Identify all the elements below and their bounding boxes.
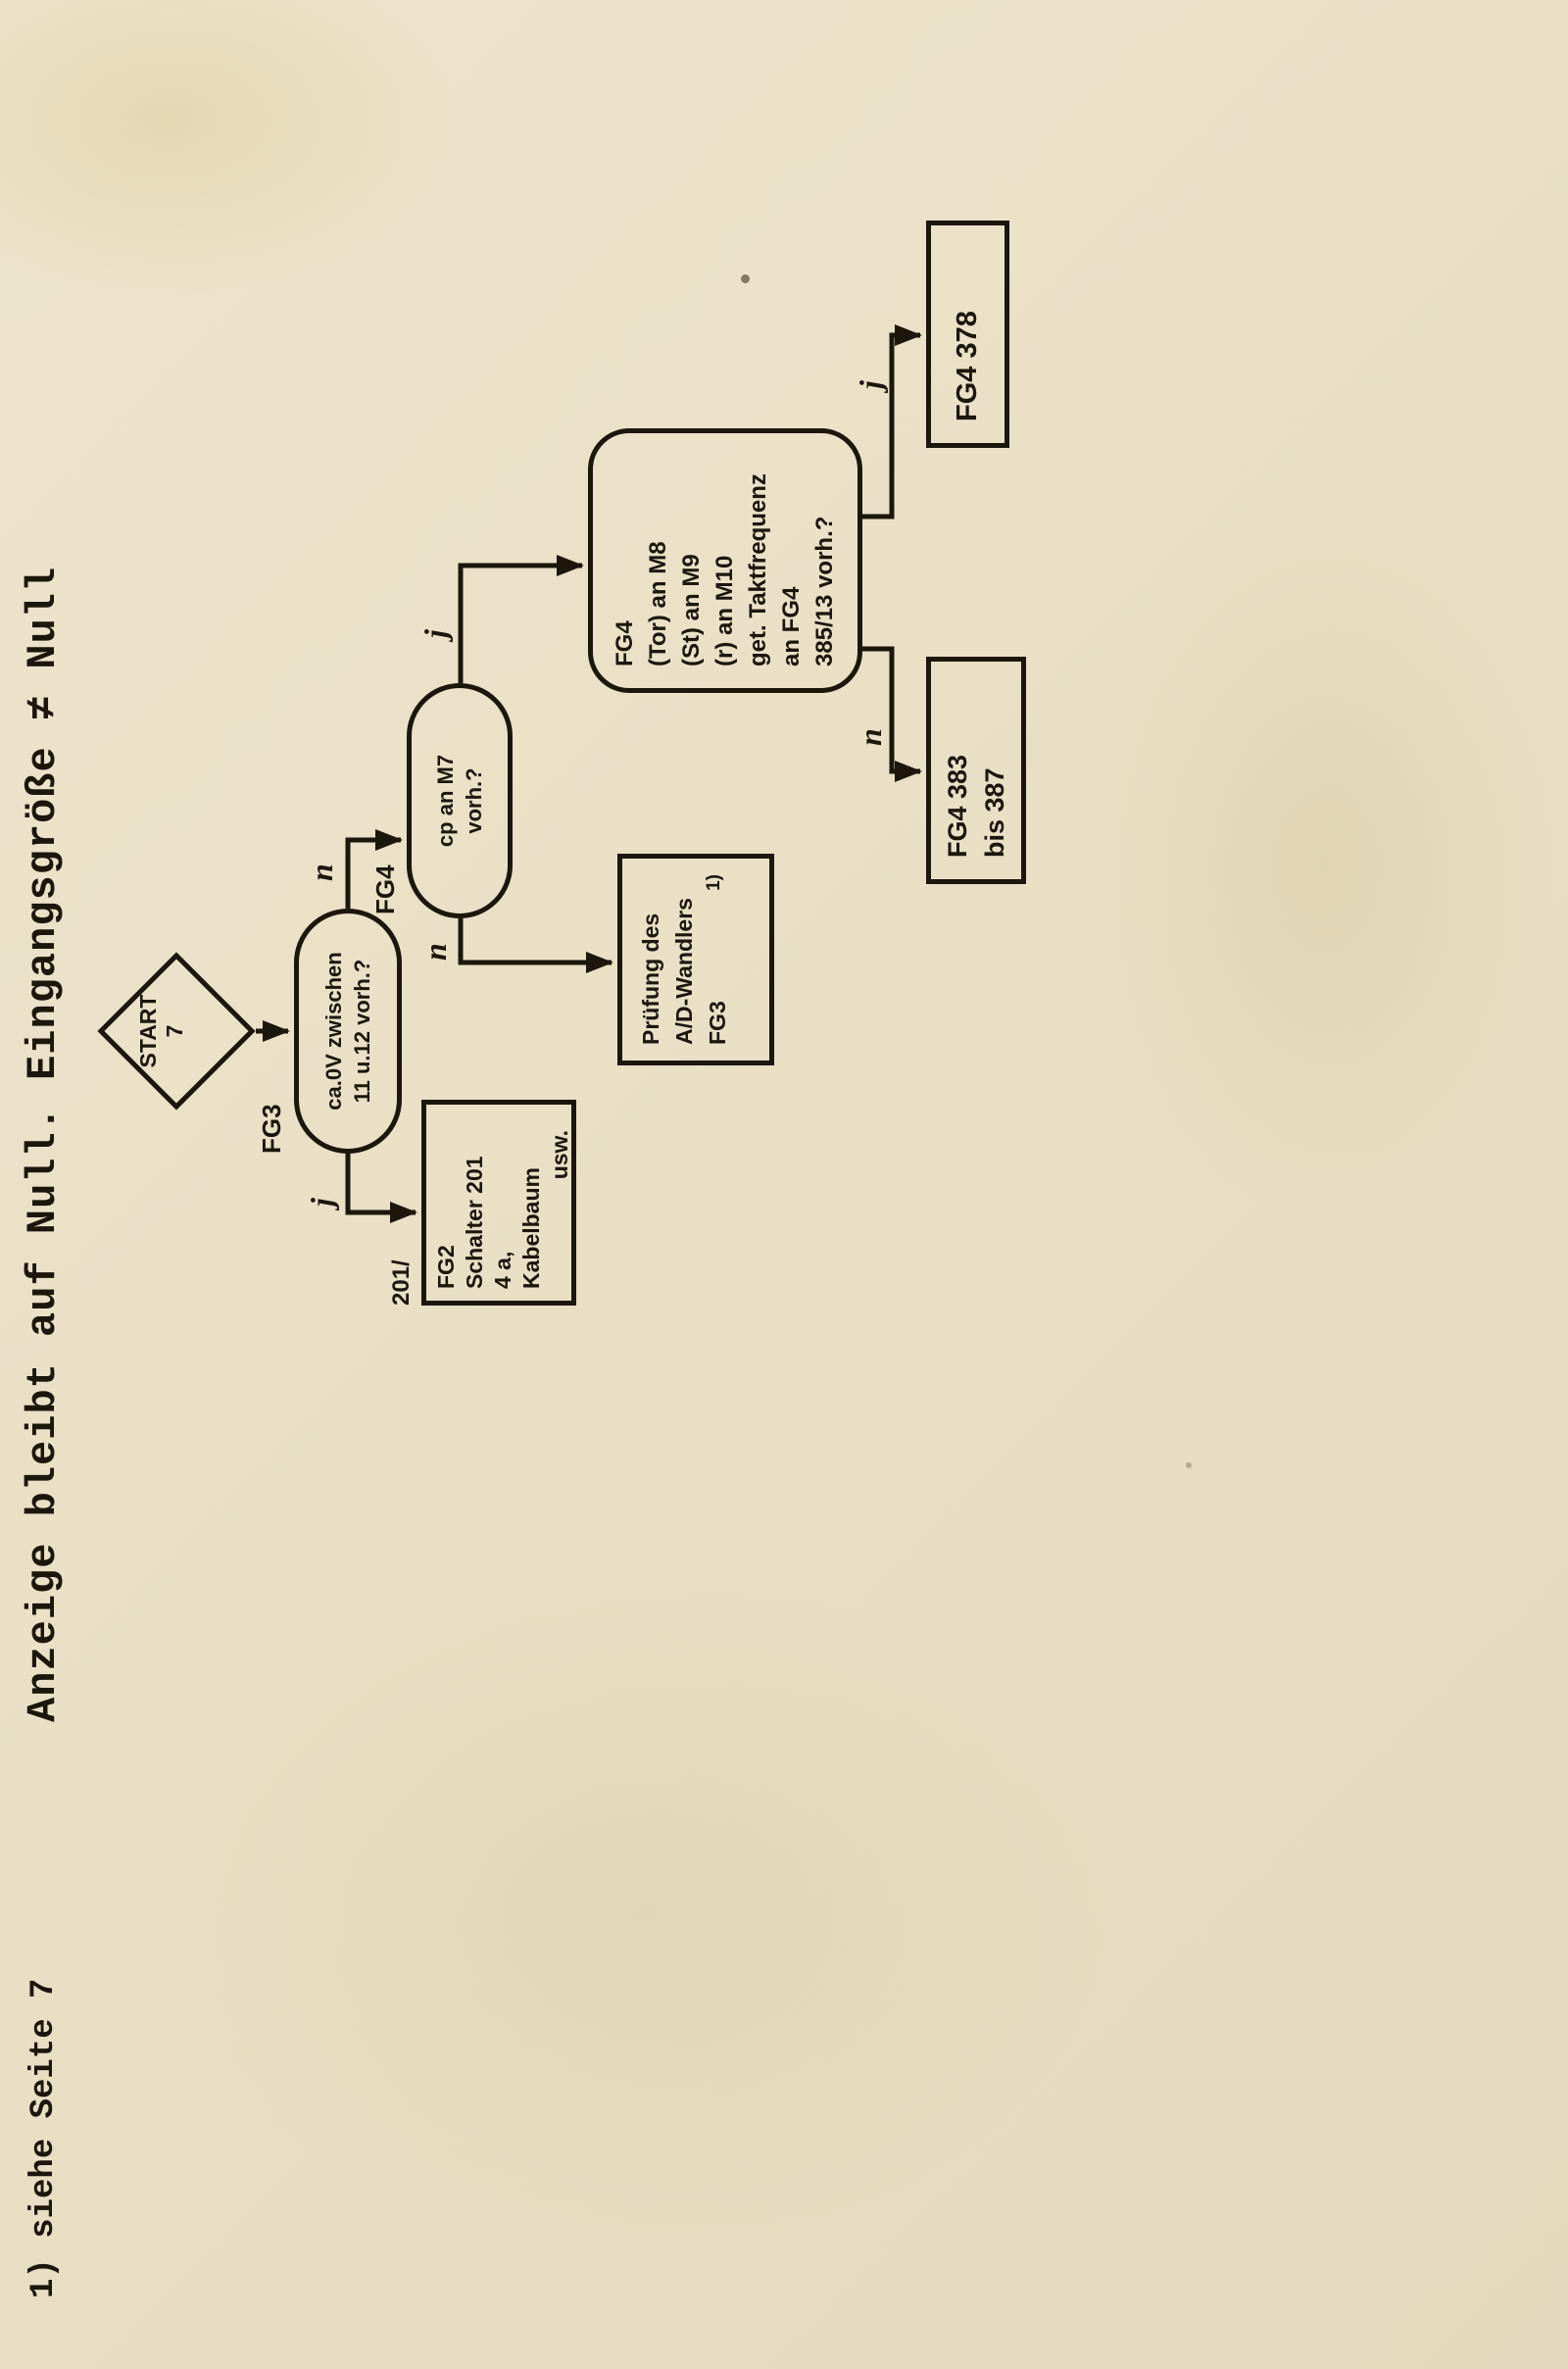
connector-fg3-j-to-fg2 (345, 1154, 417, 1223)
connector-cp-j-to-clockcheck (458, 555, 584, 683)
branch-label-j-fg3: j (304, 1198, 339, 1207)
action-line-text: FG3 (705, 1001, 730, 1045)
decision-line: FG4 (612, 620, 638, 666)
decision-line: an FG4 (778, 586, 805, 666)
decision-line: ca.0V zwischen (321, 952, 346, 1110)
node-tag-fg3: FG3 (257, 1104, 286, 1154)
paper-stain (1186, 1462, 1192, 1468)
decision-fg3-zero-volt: ca.0V zwischen 11 u.12 vorh.? (294, 909, 402, 1154)
decision-fg4-cp: cp an M7 vorh.? (407, 683, 513, 918)
decision-line: (Tor) an M8 (645, 541, 671, 666)
decision-line: (r) an M10 (711, 555, 738, 666)
result-fg4-383-387: FG4 383 bis 387 (926, 657, 1026, 884)
decision-line: vorh.? (462, 767, 486, 834)
decision-fg4-clock: FG4 (Tor) an M8 (St) an M9 (r) an M10 ge… (588, 428, 862, 693)
decision-line: 385/13 vorh.? (811, 516, 838, 666)
action-line: usw. (547, 1130, 572, 1180)
result-line: bis 387 (980, 767, 1009, 858)
action-line: 4 a, (490, 1251, 515, 1289)
branch-label-j-cp: j (417, 629, 453, 638)
start-diamond-text: START 7 (135, 943, 188, 1119)
connector-clockcheck-n-to-383 (862, 646, 922, 782)
decision-line: (St) an M9 (678, 554, 705, 666)
action-line: Schalter 201 (462, 1156, 487, 1289)
branch-label-n-cp: n (417, 943, 453, 961)
action-line: Kabelbaum (518, 1167, 544, 1289)
action-line: FG3 1) (701, 874, 734, 1045)
result-line: FG4 383 (943, 754, 972, 858)
connector-fg3-n-to-cp (345, 829, 403, 909)
branch-label-j-clock: j (853, 380, 888, 389)
branch-label-n-fg3: n (304, 864, 339, 881)
footnote-marker: 1) (704, 874, 724, 891)
connector-cp-n-to-pruefung (458, 918, 613, 973)
connector-clockcheck-j-to-378 (862, 324, 922, 519)
start-label: START (135, 994, 161, 1068)
decision-line: cp an M7 (433, 754, 458, 848)
decision-line: get. Taktfrequenz (745, 473, 771, 666)
decision-line: 11 u.12 vorh.? (350, 959, 374, 1104)
start-page-ref: 7 (162, 1024, 187, 1038)
paper-stain (741, 274, 750, 283)
action-fg2-switch: FG2 Schalter 201 4 a, Kabelbaum usw. (421, 1100, 576, 1306)
action-line: Prüfung des (638, 913, 663, 1045)
node-tag-201: 201/ (388, 1259, 415, 1306)
action-ad-converter-check: Prüfung des A/D-Wandlers FG3 1) (617, 854, 774, 1065)
result-line: FG4 378 (952, 311, 983, 421)
action-line: A/D-Wandlers (671, 898, 697, 1045)
node-tag-fg4: FG4 (370, 864, 400, 914)
branch-label-n-clock: n (853, 728, 888, 746)
action-line: FG2 (433, 1245, 459, 1289)
result-fg4-378: FG4 378 (926, 221, 1009, 448)
